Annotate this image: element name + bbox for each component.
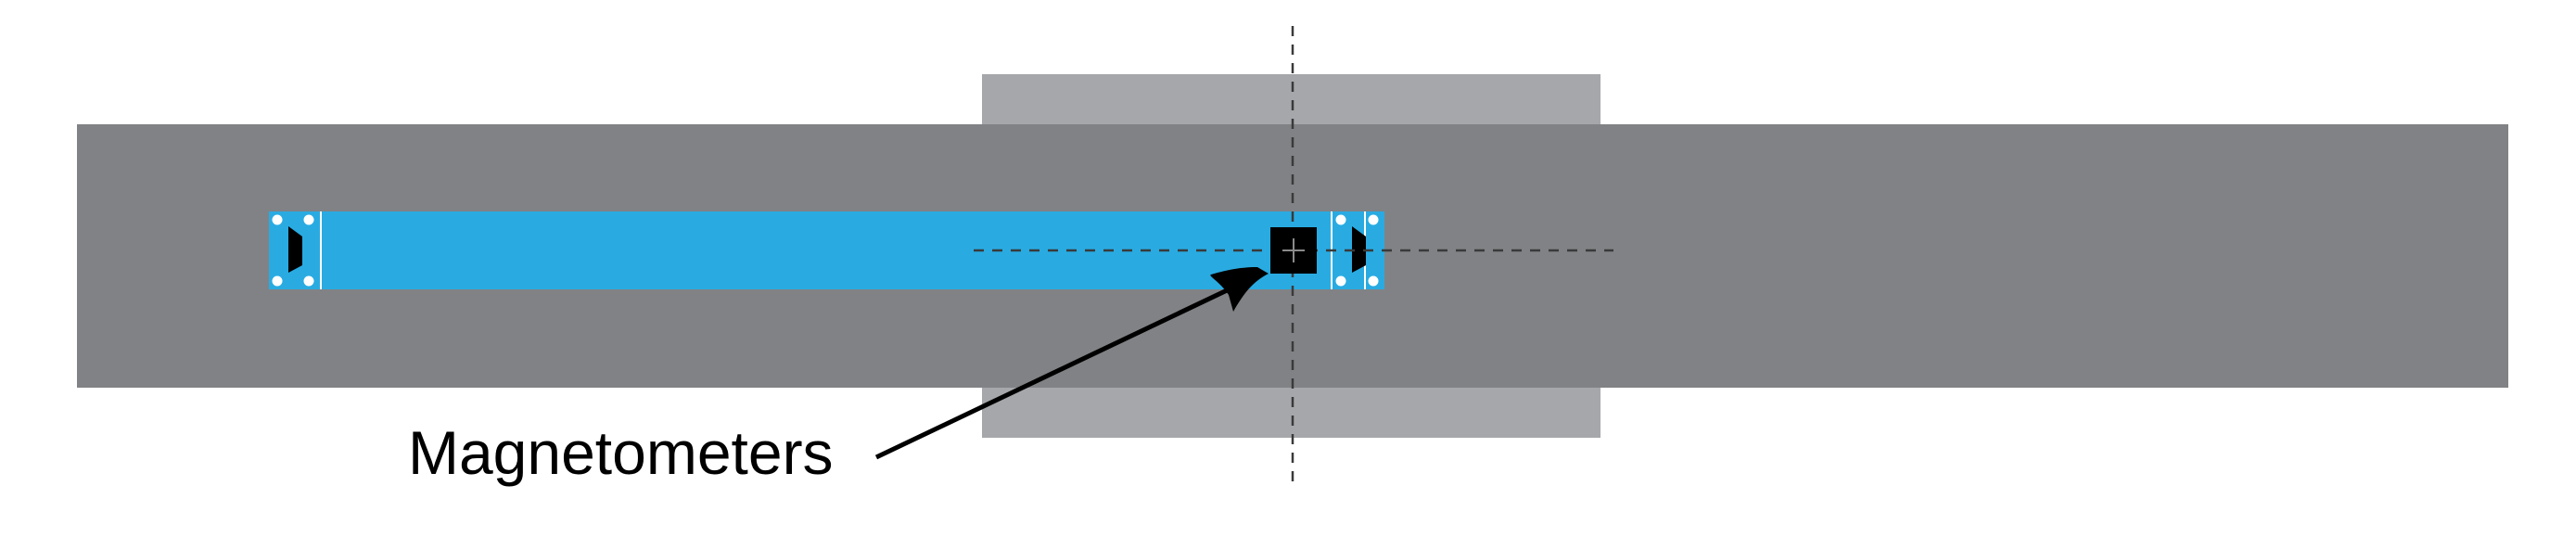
annotation-arrow-head — [1210, 267, 1269, 312]
left-mount-bracket — [272, 211, 322, 289]
mount-hole — [272, 275, 283, 287]
mount-hole — [303, 214, 314, 225]
mount-hole — [1335, 275, 1346, 287]
mount-hole — [272, 214, 283, 225]
mount-hole — [303, 275, 314, 287]
right-mount-bracket — [1331, 211, 1379, 289]
connector-marker — [1352, 226, 1366, 273]
annotation-arrow-shaft — [874, 280, 1244, 460]
connector-marker — [288, 226, 302, 273]
mount-hole — [1335, 214, 1346, 225]
mount-hole — [1368, 214, 1379, 225]
mount-hole — [1368, 275, 1379, 287]
magnetometers-label: Magnetometers — [408, 418, 834, 487]
